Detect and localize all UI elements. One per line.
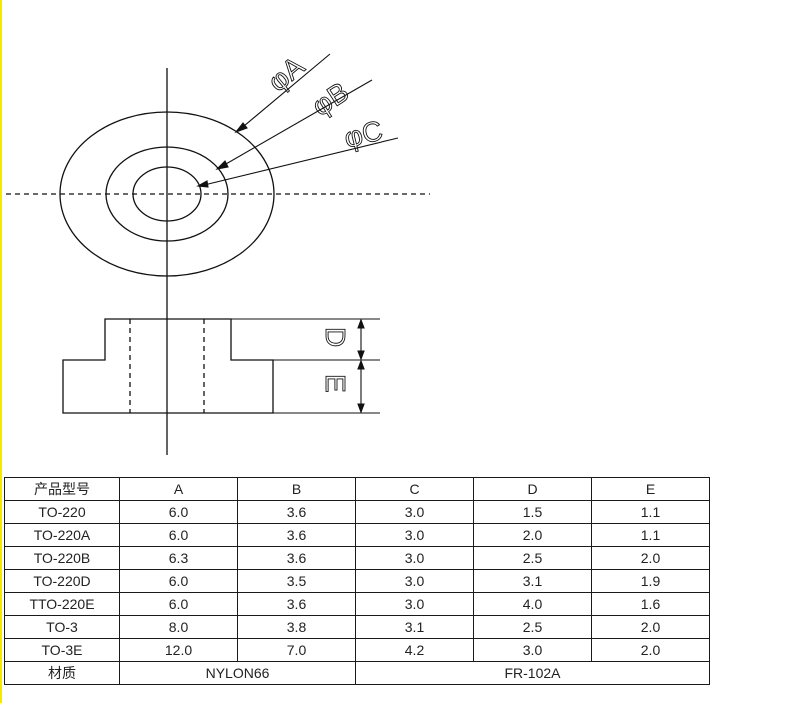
table-row: TO-220D 6.0 3.5 3.0 3.1 1.9 (4, 569, 710, 593)
arrow-e-bottom (357, 403, 365, 414)
table-cell: 2.0 (473, 523, 592, 547)
table-cell: 1.9 (591, 569, 710, 593)
table-row: TO-220A 6.0 3.6 3.0 2.0 1.1 (4, 523, 710, 547)
table-cell: 7.0 (237, 638, 356, 662)
arrow-e-top (357, 359, 365, 370)
table-cell: 3.0 (355, 592, 474, 616)
spec-table: 产品型号 A B C D E TO-220 6.0 3.6 3.0 1.5 1.… (4, 477, 710, 685)
material-cell: FR-102A (355, 661, 710, 685)
table-cell: 2.5 (473, 546, 592, 570)
table-cell: TTO-220E (4, 592, 120, 616)
table-cell: 3.5 (237, 569, 356, 593)
table-cell: 1.1 (591, 523, 710, 547)
table-cell: 2.5 (473, 615, 592, 639)
material-label-cell: 材质 (4, 661, 120, 685)
table-cell: 6.0 (119, 523, 238, 547)
table-cell: TO-3 (4, 615, 120, 639)
table-cell: 3.1 (473, 569, 592, 593)
table-cell: 1.6 (591, 592, 710, 616)
header-cell: E (591, 477, 710, 501)
table-cell: TO-220 (4, 500, 120, 524)
inner-circle (132, 166, 202, 222)
leader-c (199, 137, 399, 187)
side-profile (62, 318, 274, 414)
table-cell: TO-220A (4, 523, 120, 547)
washer-drawing: φA φB φC D E (6, 50, 430, 455)
dimension-lines (231, 318, 380, 414)
label-a: φA (262, 50, 310, 98)
arrow-b (215, 160, 229, 170)
table-cell: 3.6 (237, 500, 356, 524)
top-view (6, 68, 430, 455)
arrow-a (234, 122, 248, 134)
table-cell: TO-220B (4, 546, 120, 570)
table-cell: 1.5 (473, 500, 592, 524)
table-cell: 3.8 (237, 615, 356, 639)
table-cell: 3.1 (355, 615, 474, 639)
table-cell: 3.6 (237, 546, 356, 570)
table-cell: 6.0 (119, 592, 238, 616)
table-cell: 3.0 (355, 546, 474, 570)
table-cell: 2.0 (591, 638, 710, 662)
side-view (62, 318, 274, 414)
middle-circle (105, 146, 229, 242)
table-cell: 3.6 (237, 523, 356, 547)
left-edge-rule (0, 0, 2, 703)
table-cell: 6.0 (119, 500, 238, 524)
table-cell: 3.0 (355, 523, 474, 547)
table-cell: 4.0 (473, 592, 592, 616)
label-c: φC (341, 114, 386, 153)
table-row: TO-3 8.0 3.8 3.1 2.5 2.0 (4, 615, 710, 639)
table-cell: TO-3E (4, 638, 120, 662)
header-cell: C (355, 477, 474, 501)
table-cell: 8.0 (119, 615, 238, 639)
table-row: TTO-220E 6.0 3.6 3.0 4.0 1.6 (4, 592, 710, 616)
table-cell: 3.0 (355, 500, 474, 524)
table-header-row: 产品型号 A B C D E (4, 477, 710, 501)
table-row: TO-220B 6.3 3.6 3.0 2.5 2.0 (4, 546, 710, 570)
table-cell: 6.0 (119, 569, 238, 593)
label-d: D (320, 327, 351, 347)
leader-b (218, 79, 373, 169)
arrow-c (196, 180, 209, 188)
table-cell: 3.0 (473, 638, 592, 662)
leader-a (237, 53, 331, 132)
table-cell: 3.0 (355, 569, 474, 593)
table-cell: 2.0 (591, 546, 710, 570)
table-cell: TO-220D (4, 569, 120, 593)
material-cell: NYLON66 (119, 661, 356, 685)
outer-circle (59, 111, 275, 277)
table-footer-row: 材质 NYLON66 FR-102A (4, 661, 710, 685)
leader-lines (196, 53, 399, 188)
header-cell: D (473, 477, 592, 501)
header-cell: 产品型号 (4, 477, 120, 501)
header-cell: A (119, 477, 238, 501)
table-cell: 1.1 (591, 500, 710, 524)
table-cell: 4.2 (355, 638, 474, 662)
arrow-d-top (357, 318, 365, 329)
label-e: E (320, 374, 351, 393)
table-row: TO-3E 12.0 7.0 4.2 3.0 2.0 (4, 638, 710, 662)
table-cell: 12.0 (119, 638, 238, 662)
arrow-d-bottom (357, 350, 365, 361)
table-cell: 2.0 (591, 615, 710, 639)
table-cell: 3.6 (237, 592, 356, 616)
header-cell: B (237, 477, 356, 501)
table-row: TO-220 6.0 3.6 3.0 1.5 1.1 (4, 500, 710, 524)
table-cell: 6.3 (119, 546, 238, 570)
label-b: φB (306, 76, 354, 122)
